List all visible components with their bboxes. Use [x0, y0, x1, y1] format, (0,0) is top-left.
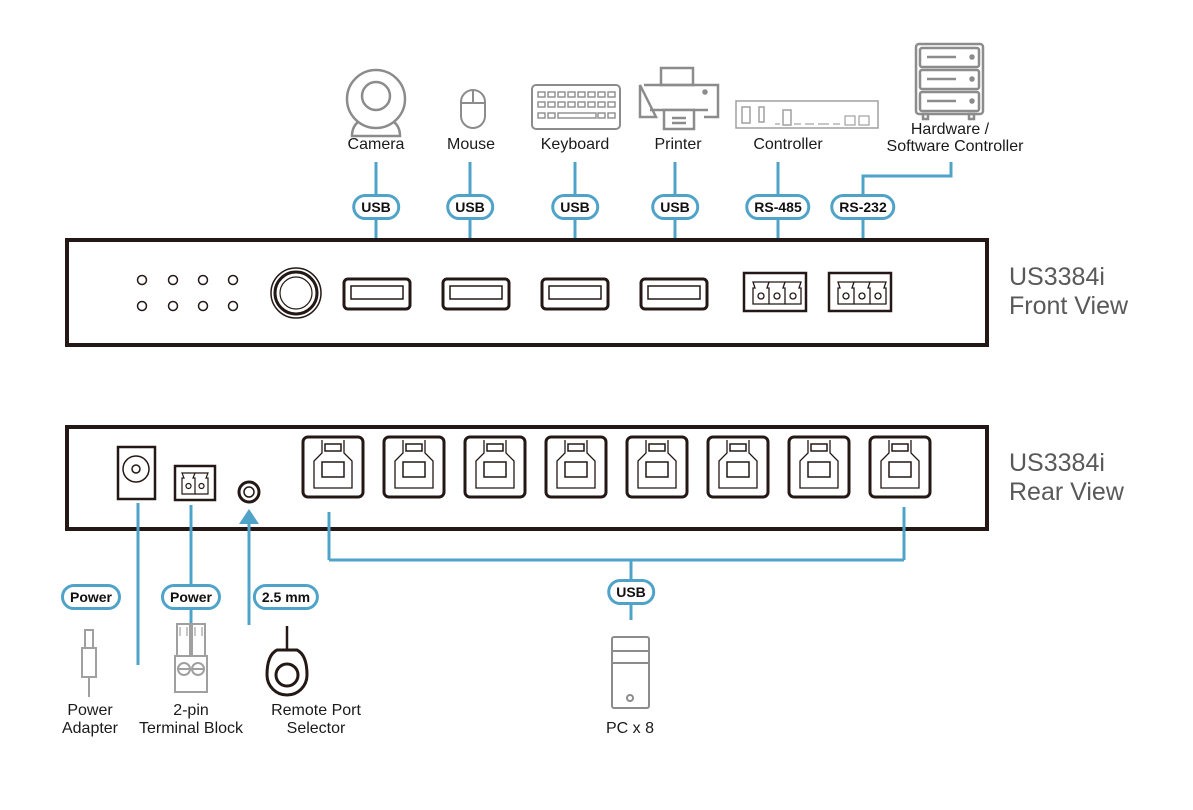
usb-connection-badge: USB — [446, 194, 494, 220]
usb-b-port — [706, 435, 770, 499]
usb-b-port — [787, 435, 851, 499]
usb-b-port — [625, 435, 689, 499]
remote-port-label-line1: Remote Port — [271, 702, 361, 719]
usb-b-port — [301, 435, 365, 499]
rear-view-title-model: US3384i — [1009, 449, 1105, 477]
pc-usb-connection-badge: USB — [607, 579, 655, 605]
usb-connection-badge: USB — [551, 194, 599, 220]
terminal-block-icon — [174, 623, 208, 693]
rear-view-title-label: Rear View — [1009, 478, 1124, 506]
usb-b-port — [544, 435, 608, 499]
remote-port-jack — [237, 480, 261, 504]
power-adapter-label-line2: Adapter — [61, 720, 119, 737]
remote-port-connection-badge: 2.5 mm — [252, 584, 320, 610]
controller-device-icon — [735, 100, 879, 129]
controller-label: Controller — [753, 136, 823, 153]
terminal-block-label-line2: Terminal Block — [138, 720, 244, 737]
terminal-ports — [742, 271, 893, 313]
remote-button-icon — [265, 626, 309, 697]
camera-label: Camera — [347, 136, 405, 153]
keyboard-label: Keyboard — [540, 136, 610, 153]
hw-sw-controller-label-line1: Hardware / — [910, 121, 990, 138]
power-adapter-label-line1: Power — [67, 702, 113, 719]
usb-connection-badge: USB — [651, 194, 699, 220]
remote-port-label-line2: Selector — [286, 720, 346, 737]
pc-label: PC x 8 — [605, 720, 654, 737]
usb-b-ports — [301, 435, 932, 499]
rs485-connection-badge: RS-485 — [745, 194, 811, 220]
power-plug-icon — [81, 629, 97, 697]
webcam-icon — [345, 68, 407, 138]
front-view-title-label: Front View — [1009, 292, 1129, 320]
usb-a-ports — [342, 277, 709, 311]
hw-sw-controller-label-line2: Software Controller — [886, 138, 1024, 155]
remote-port-arrow-icon — [239, 509, 259, 524]
usb-b-port — [868, 435, 932, 499]
usb-b-port — [463, 435, 527, 499]
keyboard-icon — [531, 84, 621, 130]
rear-panel — [65, 425, 989, 531]
front-panel — [65, 238, 989, 347]
power-terminal-block — [173, 464, 217, 502]
power-connection-badge: Power — [160, 584, 222, 610]
server-icon — [914, 42, 985, 121]
mouse-icon — [460, 89, 486, 129]
port-select-button — [270, 267, 322, 319]
pc-tower-icon — [611, 636, 650, 709]
printer-icon — [638, 66, 720, 131]
rs232-connection-badge: RS-232 — [830, 194, 896, 220]
power-connection-badge: Power — [60, 584, 122, 610]
led-indicators — [136, 274, 239, 312]
usb-connection-badge: USB — [352, 194, 400, 220]
front-view-title-model: US3384i — [1009, 263, 1105, 291]
usb-b-port — [382, 435, 446, 499]
printer-label: Printer — [654, 136, 702, 153]
mouse-label: Mouse — [446, 136, 496, 153]
dc-power-jack — [116, 445, 157, 501]
terminal-block-label-line1: 2-pin — [173, 702, 209, 719]
